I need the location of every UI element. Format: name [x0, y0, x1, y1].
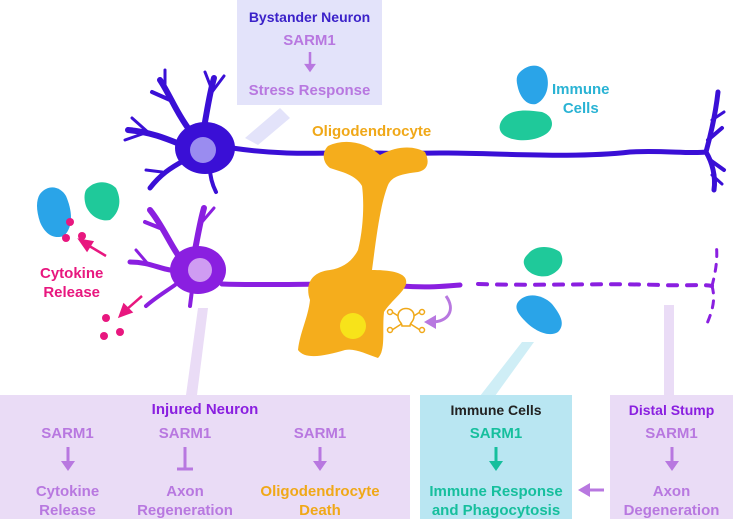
bystander-column: SARM1 Stress Response [237, 32, 382, 100]
degenerating-axon [476, 282, 714, 288]
activation-arrow-icon [60, 447, 75, 471]
immune-cell-green-bottom [523, 247, 563, 277]
immune-connector [480, 342, 534, 396]
bystander-connector [245, 108, 290, 145]
immune-sarm1: SARM1 [469, 425, 523, 442]
immune-column: SARM1 Immune Response and Phagocytosis [420, 425, 572, 520]
distal-column: SARM1 Axon Degeneration [610, 425, 733, 520]
skull-crossbones-icon [386, 307, 426, 334]
activation-arrow-icon [489, 447, 503, 471]
distal-panel-title: Distal Stump [628, 402, 715, 418]
injured-connector [186, 308, 208, 395]
injured-col-regeneration: SARM1 Axon Regeneration [125, 425, 245, 520]
distal-stump-panel: Distal Stump SARM1 Axon Degeneration [610, 395, 733, 519]
immune-panel-title: Immune Cells [450, 402, 542, 418]
bystander-panel-title: Bystander Neuron [248, 9, 371, 25]
immune-cell-blue-top [516, 65, 548, 105]
inhibition-bar-icon [177, 447, 193, 471]
immune-cells-top-label: Immune Cells [552, 81, 610, 117]
injured-sarm1-2: SARM1 [158, 425, 212, 442]
injured-panel-title: Injured Neuron [151, 401, 259, 418]
activation-arrow-icon [303, 52, 316, 73]
death-curved-arrow-head [424, 315, 436, 329]
degenerating-axon-branch [704, 240, 719, 328]
immune-cell-blue-left [37, 187, 71, 238]
injured-outcome-regeneration: Axon Regeneration [137, 483, 233, 519]
bystander-sarm1: SARM1 [283, 32, 336, 49]
distal-sarm1: SARM1 [645, 425, 698, 442]
immune-outcome: Immune Response and Phagocytosis [429, 483, 563, 519]
activation-arrow-icon [313, 447, 327, 471]
immune-cell-green-left [84, 182, 120, 221]
injured-col-oligo-death: SARM1 Oligodendrocyte Death [250, 425, 390, 520]
cytokine-arrows [77, 238, 143, 319]
activation-arrow-icon [664, 447, 679, 471]
bystander-neuron-panel: Bystander Neuron SARM1 Stress Response [237, 0, 382, 105]
cytokine-release-label: Cytokine Release [40, 265, 104, 301]
distal-to-immune-arrow-head [578, 483, 590, 497]
immune-cell-blue-bottom [516, 295, 562, 335]
oligodendrocyte-nucleus [340, 313, 366, 339]
injured-col-cytokine: SARM1 Cytokine Release [10, 425, 125, 520]
injured-outcome-cytokine: Cytokine Release [35, 483, 100, 519]
injured-sarm1-3: SARM1 [293, 425, 347, 442]
oligodendrocyte-label: Oligodendrocyte [312, 123, 432, 140]
oligodendrocyte-cell [298, 141, 428, 358]
bystander-nucleus [190, 137, 216, 163]
injured-sarm1-1: SARM1 [41, 425, 94, 442]
distal-outcome: Axon Degeneration [623, 483, 720, 519]
bystander-outcome: Stress Response [248, 82, 371, 99]
cytokine-dots [62, 218, 124, 340]
injured-nucleus [188, 258, 212, 282]
immune-cells-panel: Immune Cells SARM1 Immune Response and P… [420, 395, 572, 519]
immune-cell-green-top [499, 110, 552, 141]
injured-neuron-panel: Injured Neuron SARM1 Cytokine Release SA… [0, 395, 410, 519]
injured-outcome-oligo-death: Oligodendrocyte Death [260, 483, 380, 519]
distal-connector [664, 305, 674, 396]
